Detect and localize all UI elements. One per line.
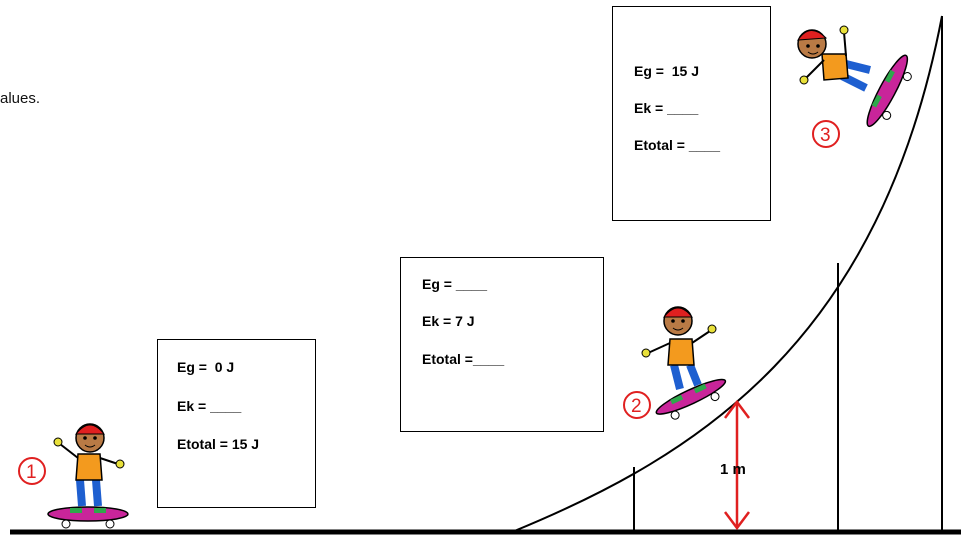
eg-label: Eg = 0 J — [177, 359, 235, 375]
energy-box-2: Eg = ____ Ek = 7 J Etotal =____ — [400, 257, 604, 432]
intro-text: alues. — [0, 90, 41, 107]
ek-label: Ek = ____ — [177, 398, 242, 414]
etotal-label: Etotal = 15 J — [177, 436, 260, 452]
svg-text:2: 2 — [631, 396, 642, 417]
position-marker-2: 2 — [623, 391, 651, 419]
position-marker-1: 1 — [18, 457, 46, 485]
height-arrow — [724, 399, 750, 531]
skateboarder-figure-1 — [47, 423, 129, 529]
eg-label: Eg = 15 J — [634, 63, 699, 79]
ek-label: Ek = 7 J — [422, 313, 475, 329]
height-label: 1 m — [720, 461, 746, 478]
svg-text:3: 3 — [820, 125, 831, 146]
position-marker-3: 3 — [812, 120, 840, 148]
energy-box-1: Eg = 0 J Ek = ____ Etotal = 15 J — [157, 339, 316, 508]
ek-label: Ek = ____ — [634, 100, 699, 116]
skateboarder-figure-2 — [641, 306, 727, 420]
eg-label: Eg = ____ — [422, 276, 487, 292]
svg-text:1: 1 — [26, 462, 37, 483]
energy-box-3: Eg = 15 J Ek = ____ Etotal = ____ — [612, 6, 771, 221]
etotal-label: Etotal =____ — [422, 351, 505, 367]
etotal-label: Etotal = ____ — [634, 137, 720, 153]
ramp-curve — [511, 15, 943, 533]
skateboarder-figure-3 — [797, 25, 912, 128]
